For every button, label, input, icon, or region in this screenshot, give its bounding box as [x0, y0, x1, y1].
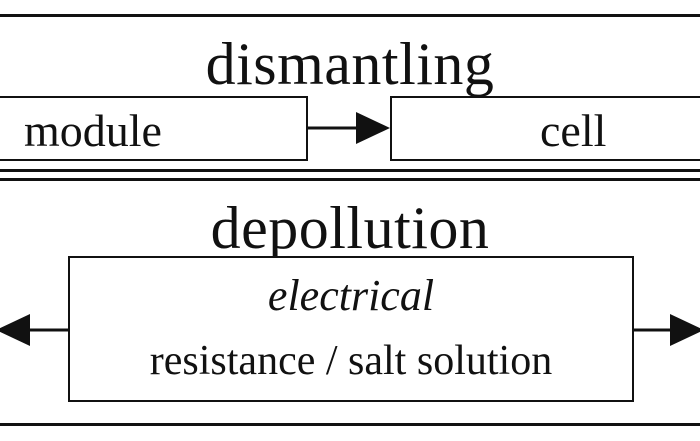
method-detail-label: resistance / salt solution: [149, 338, 553, 384]
depollution-title: depollution: [210, 195, 490, 261]
method-italic-label: electrical: [267, 271, 435, 320]
cell-label: cell: [540, 105, 607, 156]
module-box: [0, 96, 308, 161]
cell-box: [390, 96, 700, 161]
method-box: [68, 256, 634, 402]
dismantling-title: dismantling: [205, 31, 495, 97]
module-label: module: [24, 105, 162, 156]
